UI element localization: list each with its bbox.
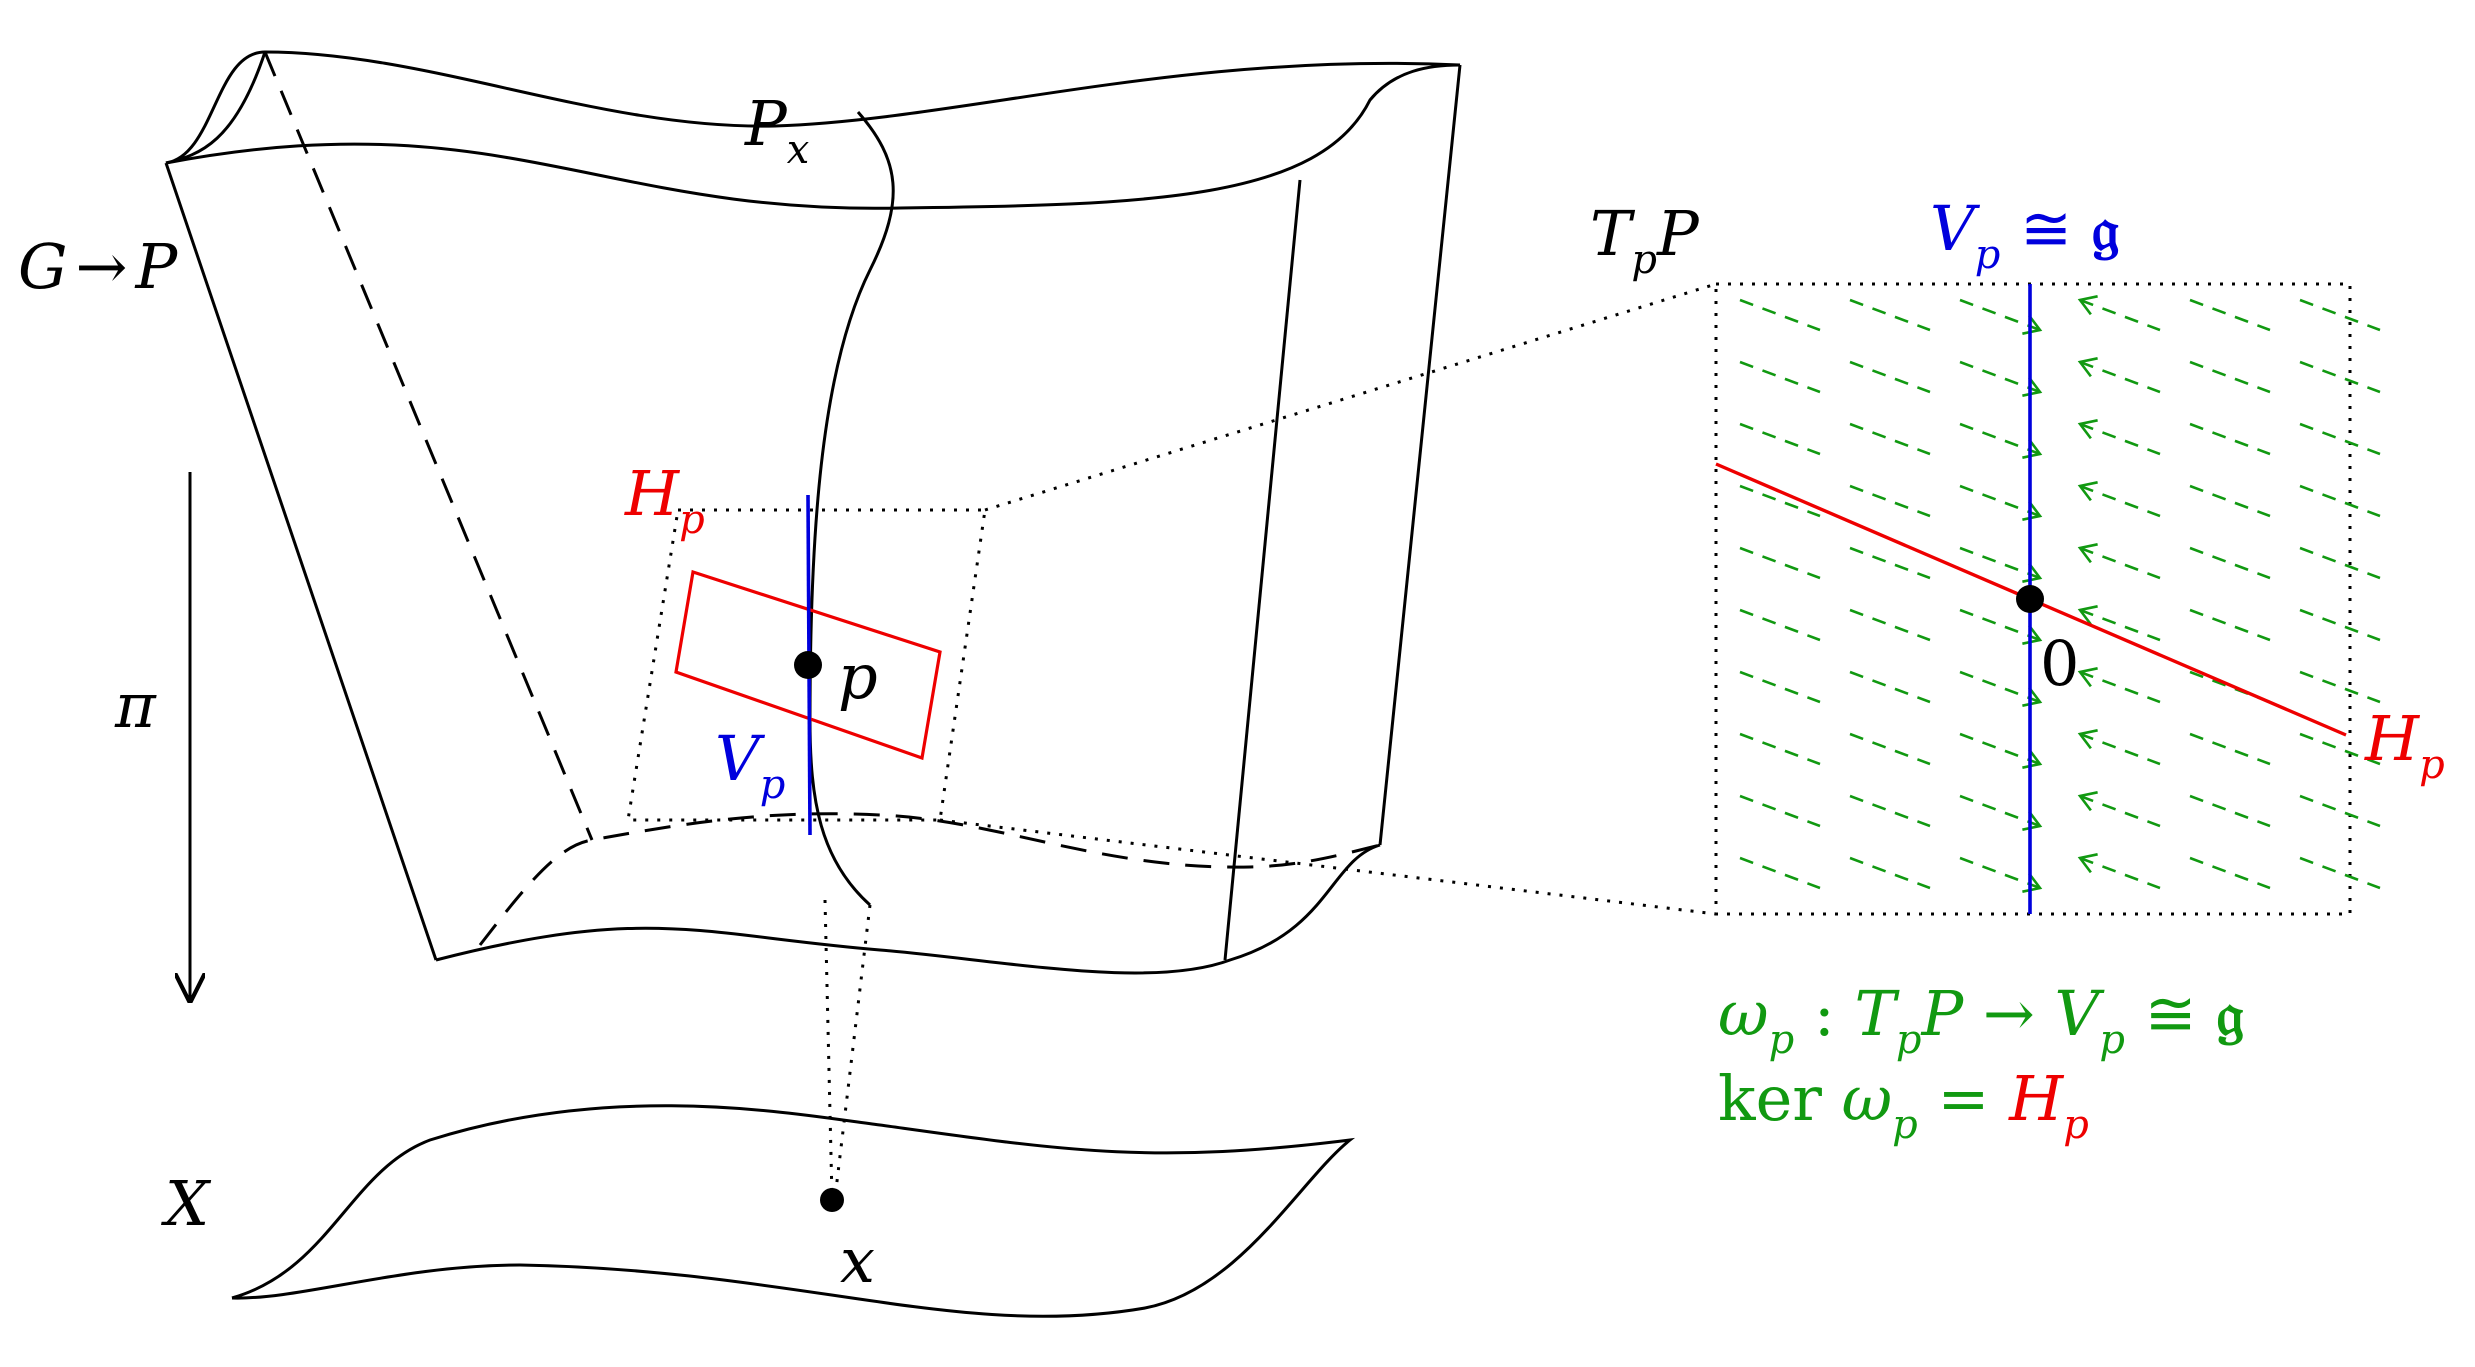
tangent-space-label: TpP	[1590, 197, 1700, 283]
bundle-label: G→P	[18, 230, 178, 303]
field-dash	[1959, 422, 2041, 456]
field-dash	[1739, 732, 1821, 766]
field-dash	[2299, 608, 2381, 642]
field-dash	[1849, 484, 1931, 518]
field-dash	[1739, 546, 1821, 580]
field-dash	[2079, 856, 2161, 890]
field-arrowhead	[2077, 481, 2098, 502]
field-dash	[1739, 360, 1821, 394]
vector-field	[1739, 295, 2381, 893]
field-dash	[2079, 794, 2161, 828]
field-dash	[1739, 670, 1821, 704]
field-arrowhead	[2077, 295, 2098, 316]
bundle-hidden-edges	[263, 51, 1381, 946]
field-dash	[1959, 360, 2041, 394]
projection-label: π	[114, 669, 157, 742]
field-dash	[2079, 732, 2161, 766]
point-p-label: p	[838, 640, 878, 713]
field-dash	[2299, 856, 2381, 890]
field-dash	[1959, 484, 2041, 518]
field-dash	[2299, 360, 2381, 394]
field-dash	[2079, 422, 2161, 456]
field-dash	[2189, 732, 2271, 766]
field-dash	[1739, 608, 1821, 642]
field-dash	[2079, 670, 2161, 704]
point-x-label: x	[840, 1224, 875, 1297]
field-dash	[1849, 422, 1931, 456]
field-dash	[1849, 608, 1931, 642]
field-dash	[2189, 298, 2271, 332]
origin-label: 0	[2040, 627, 2079, 700]
base-surface	[231, 1104, 1356, 1318]
field-dash	[2299, 422, 2381, 456]
field-dash	[1739, 856, 1821, 890]
field-dash	[2079, 298, 2161, 332]
field-arrowhead	[2077, 543, 2098, 564]
point-x	[820, 1188, 844, 1212]
field-dash	[1739, 298, 1821, 332]
field-dash	[1959, 670, 2041, 704]
field-dash	[2079, 546, 2161, 580]
field-arrowhead	[2077, 853, 2098, 874]
field-arrowhead	[2077, 419, 2098, 440]
fiber-label: Px	[744, 87, 809, 173]
field-dash	[2189, 422, 2271, 456]
field-arrowhead	[2077, 667, 2098, 688]
bundle-surface	[164, 50, 1462, 975]
field-dash	[1849, 794, 1931, 828]
field-dash	[2299, 484, 2381, 518]
tangent-space-box	[1714, 282, 2352, 916]
field-dash	[1849, 298, 1931, 332]
field-arrowhead	[2077, 605, 2098, 626]
field-dash	[2299, 546, 2381, 580]
field-dash	[1959, 732, 2041, 766]
projection-lines	[823, 899, 872, 1199]
field-dash	[1959, 298, 2041, 332]
base-label: X	[161, 1167, 212, 1240]
tangent-plane-left	[626, 508, 987, 822]
field-dash	[1849, 670, 1931, 704]
field-dash	[2189, 608, 2271, 642]
field-dash	[2189, 360, 2271, 394]
field-dash	[1739, 422, 1821, 456]
field-dash	[2189, 546, 2271, 580]
field-dash	[1849, 732, 1931, 766]
field-dash	[2079, 484, 2161, 518]
V-left-label: Vp	[715, 722, 785, 808]
origin-point	[2016, 585, 2044, 613]
kernel-formula: ker ωp = Hp	[1718, 1062, 2089, 1148]
field-arrowhead	[2077, 729, 2098, 750]
field-dash	[2189, 484, 2271, 518]
point-p	[794, 651, 822, 679]
field-arrowhead	[2077, 791, 2098, 812]
field-dash	[2189, 794, 2271, 828]
field-dash	[1849, 856, 1931, 890]
field-arrowhead	[2077, 357, 2098, 378]
zoom-lines	[939, 282, 1717, 916]
field-dash	[1849, 360, 1931, 394]
field-dash	[2079, 360, 2161, 394]
field-dash	[1959, 794, 2041, 828]
H-right-label: Hp	[2364, 702, 2445, 788]
connection-formula: ωp : TpP → Vp ≅ 𝔤	[1718, 977, 2244, 1063]
field-dash	[1959, 608, 2041, 642]
H-left-label: Hp	[624, 457, 705, 543]
field-dash	[2189, 856, 2271, 890]
field-dash	[2299, 794, 2381, 828]
field-dash	[2299, 670, 2381, 704]
horizontal-rect-left	[674, 569, 942, 761]
field-dash	[1739, 794, 1821, 828]
field-dash	[2299, 298, 2381, 332]
fiber-curve	[808, 111, 895, 907]
V-top-label: Vp ≅ 𝔤	[1930, 192, 2119, 278]
field-dash	[1959, 856, 2041, 890]
